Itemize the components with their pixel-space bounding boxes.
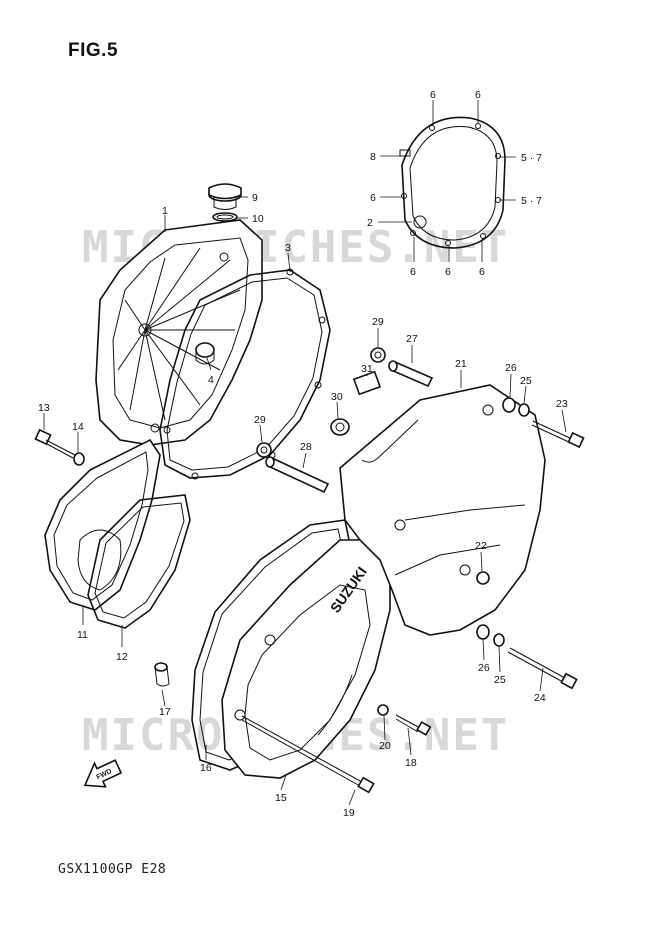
part-26-collar-upper	[502, 397, 516, 413]
part-9-oil-filler-cap	[208, 183, 242, 210]
callout-18: 18	[405, 757, 417, 769]
callout-8: 8	[370, 151, 376, 163]
callout-29-upper: 29	[372, 316, 384, 328]
part-25-washer-lower	[493, 633, 505, 647]
part-25-washer-upper	[518, 403, 530, 417]
part-17-dowel-pin	[154, 662, 170, 687]
callout-2: 2	[367, 217, 373, 229]
part-31-clamp	[352, 370, 382, 396]
callout-10: 10	[252, 213, 264, 225]
callout-28: 28	[300, 441, 312, 453]
part-24-bolt	[507, 647, 578, 690]
callout-16: 16	[200, 762, 212, 774]
callout-6-bottom-2: 6	[445, 266, 451, 278]
callout-31: 31	[361, 363, 373, 375]
callout-21: 21	[455, 358, 467, 370]
part-23-bolt	[531, 420, 585, 449]
callout-3: 3	[285, 242, 291, 254]
callout-6-left: 6	[370, 192, 376, 204]
callout-13: 13	[38, 402, 50, 414]
part-1-clutch-cover	[95, 219, 263, 446]
callout-12: 12	[116, 651, 128, 663]
callout-19: 19	[343, 807, 355, 819]
part-12-gasket	[87, 494, 191, 629]
callout-6-top-right: 6	[475, 89, 481, 101]
callout-5-7-upper: 5 · 7	[521, 152, 542, 164]
fwd-arrow-icon: FWD	[83, 759, 123, 788]
callout-25-lower: 25	[494, 674, 506, 686]
part-18-bolt	[395, 714, 432, 736]
figure-title: FIG.5	[68, 40, 119, 61]
leader-lines	[43, 100, 567, 806]
callout-17: 17	[159, 706, 171, 718]
part-20-washer	[377, 704, 389, 716]
part-4-cap	[195, 342, 215, 365]
callout-25-upper: 25	[520, 375, 532, 387]
model-code: GSX1100GP E28	[58, 862, 167, 877]
callout-labels: 1 2 3 4 5 · 7 5 · 7 6 6 6 6 6 6 8 9 10 1…	[38, 89, 568, 819]
callout-9: 9	[252, 192, 258, 204]
part-19-bolt	[241, 715, 375, 794]
part-22-grommet	[476, 571, 490, 585]
callout-5-7-lower: 5 · 7	[521, 195, 542, 207]
callout-6-bottom-1: 6	[410, 266, 416, 278]
part-14-washer	[73, 452, 85, 466]
callout-15: 15	[275, 792, 287, 804]
callout-1: 1	[162, 205, 168, 217]
callout-14: 14	[72, 421, 84, 433]
callout-26-lower: 26	[478, 662, 490, 674]
callout-6-bottom-3: 6	[479, 266, 485, 278]
callout-23: 23	[556, 398, 568, 410]
callout-20: 20	[379, 740, 391, 752]
callout-27: 27	[406, 333, 418, 345]
callout-22: 22	[475, 540, 487, 552]
callout-26-upper: 26	[505, 362, 517, 374]
part-10-o-ring	[212, 212, 238, 222]
part-27-pipe	[388, 360, 434, 388]
part-11-starter-clutch-cover	[44, 438, 161, 611]
callout-11: 11	[77, 629, 88, 641]
callout-29-lower: 29	[254, 414, 266, 426]
part-28-pipe	[265, 456, 330, 494]
callout-4: 4	[208, 374, 214, 386]
part-26-collar-lower	[476, 624, 490, 640]
callout-24: 24	[534, 692, 546, 704]
part-2-generator-cover-gasket	[399, 116, 506, 249]
callout-6-top-left: 6	[430, 89, 436, 101]
part-30-grommet	[330, 418, 350, 436]
callout-30: 30	[331, 391, 343, 403]
part-15-generator-cover: SUZUKI	[221, 539, 391, 779]
part-13-bolt	[34, 428, 76, 459]
part-29-grommet-upper	[370, 347, 386, 363]
part-29-grommet-lower	[256, 442, 272, 458]
